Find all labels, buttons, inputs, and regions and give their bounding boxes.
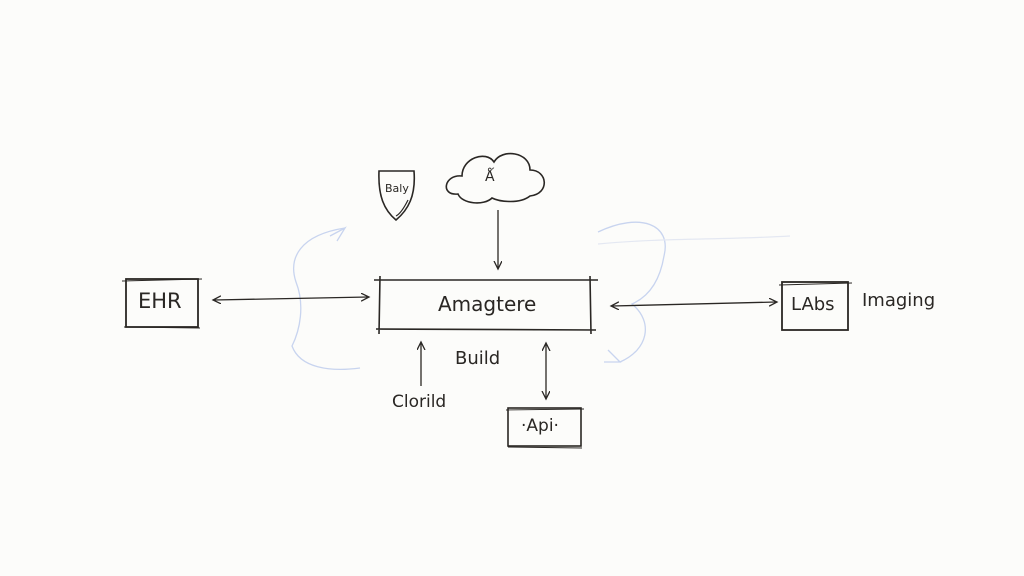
center-label: Amagtere (438, 292, 537, 316)
api-box-sketch (505, 408, 585, 449)
faint-loop-left-arrow (329, 226, 347, 242)
shield-icon (378, 170, 416, 222)
build-label: Build (455, 348, 501, 369)
faint-loop-left (291, 227, 361, 371)
ehr-label: EHR (138, 289, 182, 313)
shield-label: Baly (385, 182, 409, 195)
center-labs-arrow (612, 302, 776, 306)
ehr-center-arrow (214, 297, 368, 300)
shield-icon-stroke (395, 199, 409, 217)
ehr-box-sketch (121, 278, 203, 329)
faint-loop-right (597, 221, 666, 363)
faint-line-right (597, 235, 791, 245)
labs-label: LAbs (791, 294, 835, 315)
cloud-icon (445, 152, 546, 204)
api-label: ·Api· (521, 416, 559, 436)
clorild-label: Clorild (392, 392, 447, 412)
imaging-label: Imaging (862, 290, 936, 311)
labs-box-sketch (778, 282, 853, 286)
cloud-glyph: Ǻ (485, 169, 495, 185)
faint-loop-right-arrow (604, 349, 622, 363)
labs-box (781, 281, 849, 331)
center-box (374, 275, 598, 335)
api-box (507, 407, 582, 447)
